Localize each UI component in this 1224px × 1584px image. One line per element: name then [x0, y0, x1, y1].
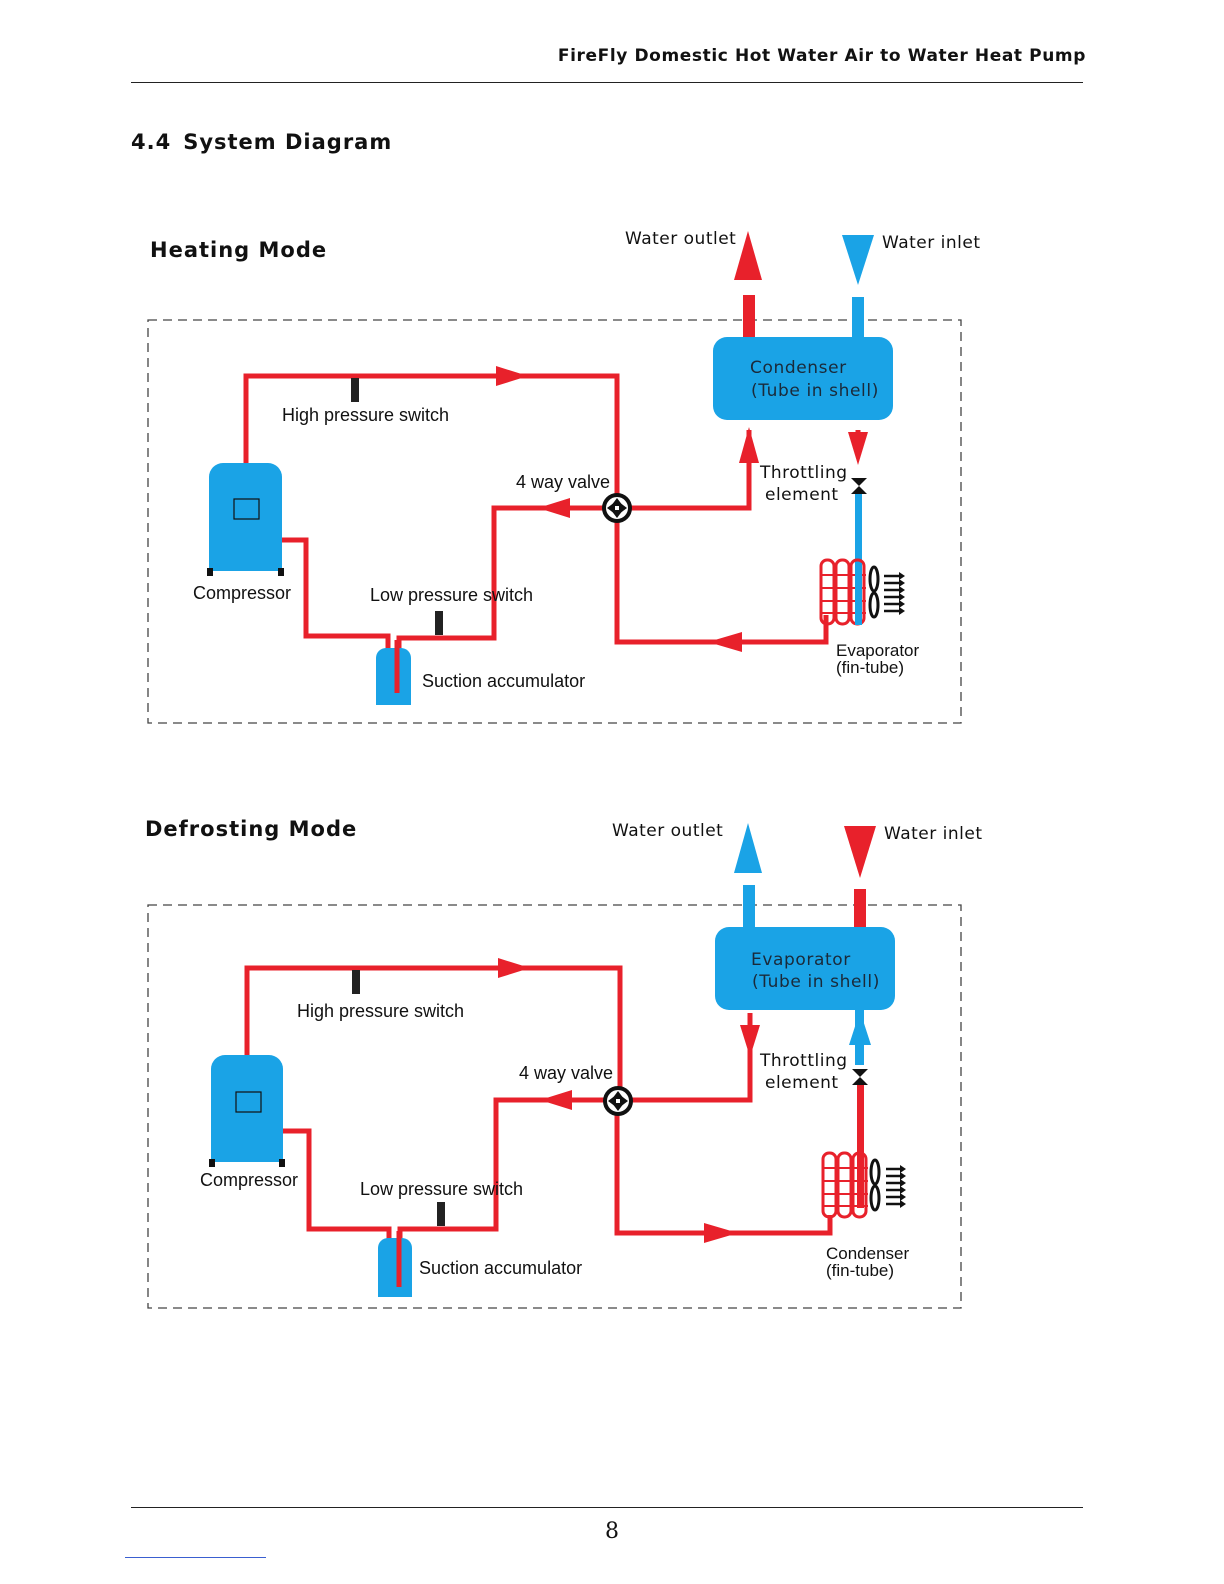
high-pressure-switch-icon	[352, 970, 360, 994]
throttling-valve-icon	[852, 1069, 868, 1077]
flow-arrow	[540, 1090, 572, 1110]
suction-accumulator-label: Suction accumulator	[422, 671, 585, 691]
compressor-foot	[279, 1159, 285, 1167]
throttling-valve-icon	[852, 1077, 868, 1085]
throttling-label-line1: Throttling	[759, 463, 848, 483]
document-header: FireFly Domestic Hot Water Air to Water …	[557, 46, 1086, 66]
coil-label-line2: (fin-tube)	[826, 1261, 894, 1280]
header-rule	[131, 82, 1083, 83]
section-number: 4.4	[131, 130, 172, 154]
flow-arrow	[740, 1025, 760, 1057]
high-pressure-switch-label: High pressure switch	[282, 405, 449, 425]
tube-in-shell-heat-exchanger	[715, 927, 895, 1010]
low-pressure-switch-label: Low pressure switch	[370, 585, 533, 605]
section-title: System Diagram	[183, 130, 393, 154]
flow-arrow	[739, 427, 759, 463]
water-inlet-arrow	[842, 235, 874, 285]
throttling-label-line2: element	[765, 1073, 839, 1093]
footer-rule	[131, 1507, 1083, 1508]
footer-link-underline	[125, 1557, 266, 1558]
fin-tube-coil-icon	[821, 1151, 868, 1219]
throttling-label-line1: Throttling	[759, 1051, 848, 1071]
water-outlet-label: Water outlet	[625, 229, 736, 249]
unit-boundary	[147, 904, 962, 1309]
four-way-valve-icon	[603, 1086, 633, 1116]
hot-refrigerant-line	[857, 1083, 864, 1208]
section-heading: 4.4 System Diagram	[131, 130, 392, 154]
mode-title: Defrosting Mode	[145, 817, 357, 841]
fan-icon	[868, 565, 880, 619]
throttling-valve-icon	[851, 478, 867, 486]
water-inlet-pipe	[852, 297, 864, 340]
defrosting-mode-diagram: Defrosting Mode Water outlet Water inlet	[0, 805, 1224, 1405]
throttling-label-line2: element	[765, 485, 839, 505]
unit-boundary	[147, 319, 962, 724]
airflow-arrows-icon	[884, 574, 899, 613]
flow-arrow	[848, 432, 868, 465]
heating-mode-diagram: Heating Mode Water outlet Water inlet	[0, 215, 1224, 815]
flow-arrow	[849, 1011, 871, 1045]
compressor-foot	[207, 568, 213, 576]
low-pressure-switch-icon	[437, 1202, 445, 1226]
water-outlet-pipe	[743, 295, 755, 340]
heat-exchanger-name: Evaporator	[751, 950, 851, 970]
heat-exchanger-name: Condenser	[750, 358, 847, 378]
compressor-label: Compressor	[200, 1170, 298, 1190]
compressor-window	[235, 1091, 262, 1113]
flow-arrow	[538, 498, 570, 518]
water-outlet-arrow	[734, 231, 762, 280]
airflow-arrows-icon	[886, 1167, 900, 1206]
high-pressure-switch-icon	[351, 378, 359, 402]
fin-tube-coil-icon	[819, 558, 866, 626]
heat-exchanger-type: (Tube in shell)	[752, 972, 880, 992]
water-inlet-label: Water inlet	[884, 824, 983, 844]
coil-label-line1: Condenser	[826, 1244, 910, 1263]
defrosting-diagram-canvas: Defrosting Mode Water outlet Water inlet	[145, 817, 983, 1309]
heat-exchanger-type: (Tube in shell)	[751, 381, 879, 401]
flow-arrow	[708, 632, 742, 652]
compressor-label: Compressor	[193, 583, 291, 603]
coil-label-line1: Evaporator	[836, 641, 919, 660]
compressor-foot	[278, 568, 284, 576]
mode-title: Heating Mode	[150, 238, 327, 262]
water-outlet-pipe	[743, 885, 755, 927]
flow-arrow	[496, 366, 528, 386]
compressor-foot	[209, 1159, 215, 1167]
compressor-window	[233, 498, 260, 520]
page-number: 8	[605, 1519, 619, 1544]
low-pressure-switch-label: Low pressure switch	[360, 1179, 523, 1199]
water-outlet-arrow	[734, 823, 762, 873]
tube-in-shell-heat-exchanger	[713, 337, 893, 420]
water-inlet-label: Water inlet	[882, 233, 981, 253]
fan-icon	[869, 1158, 881, 1212]
flow-arrow	[498, 958, 530, 978]
water-inlet-pipe	[854, 889, 866, 929]
heating-diagram-canvas: Heating Mode Water outlet Water inlet	[147, 229, 981, 724]
suction-accumulator-label: Suction accumulator	[419, 1258, 582, 1278]
water-inlet-arrow	[844, 826, 876, 878]
four-way-valve-label: 4 way valve	[516, 472, 610, 492]
high-pressure-switch-label: High pressure switch	[297, 1001, 464, 1021]
four-way-valve-icon	[602, 493, 632, 523]
low-pressure-switch-icon	[435, 611, 443, 635]
flow-arrow	[704, 1223, 738, 1243]
coil-label-line2: (fin-tube)	[836, 658, 904, 677]
four-way-valve-label: 4 way valve	[519, 1063, 613, 1083]
water-outlet-label: Water outlet	[612, 821, 723, 841]
throttling-valve-icon	[851, 486, 867, 494]
